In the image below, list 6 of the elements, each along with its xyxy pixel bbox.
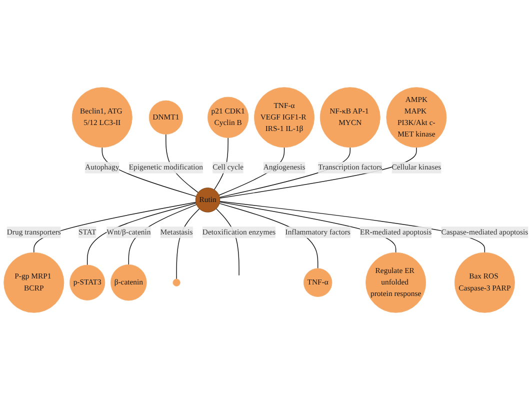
connector <box>128 204 197 265</box>
connector <box>86 202 196 266</box>
connector <box>219 202 396 253</box>
connector <box>34 202 196 253</box>
connector <box>220 201 486 253</box>
node-circle <box>172 278 180 286</box>
